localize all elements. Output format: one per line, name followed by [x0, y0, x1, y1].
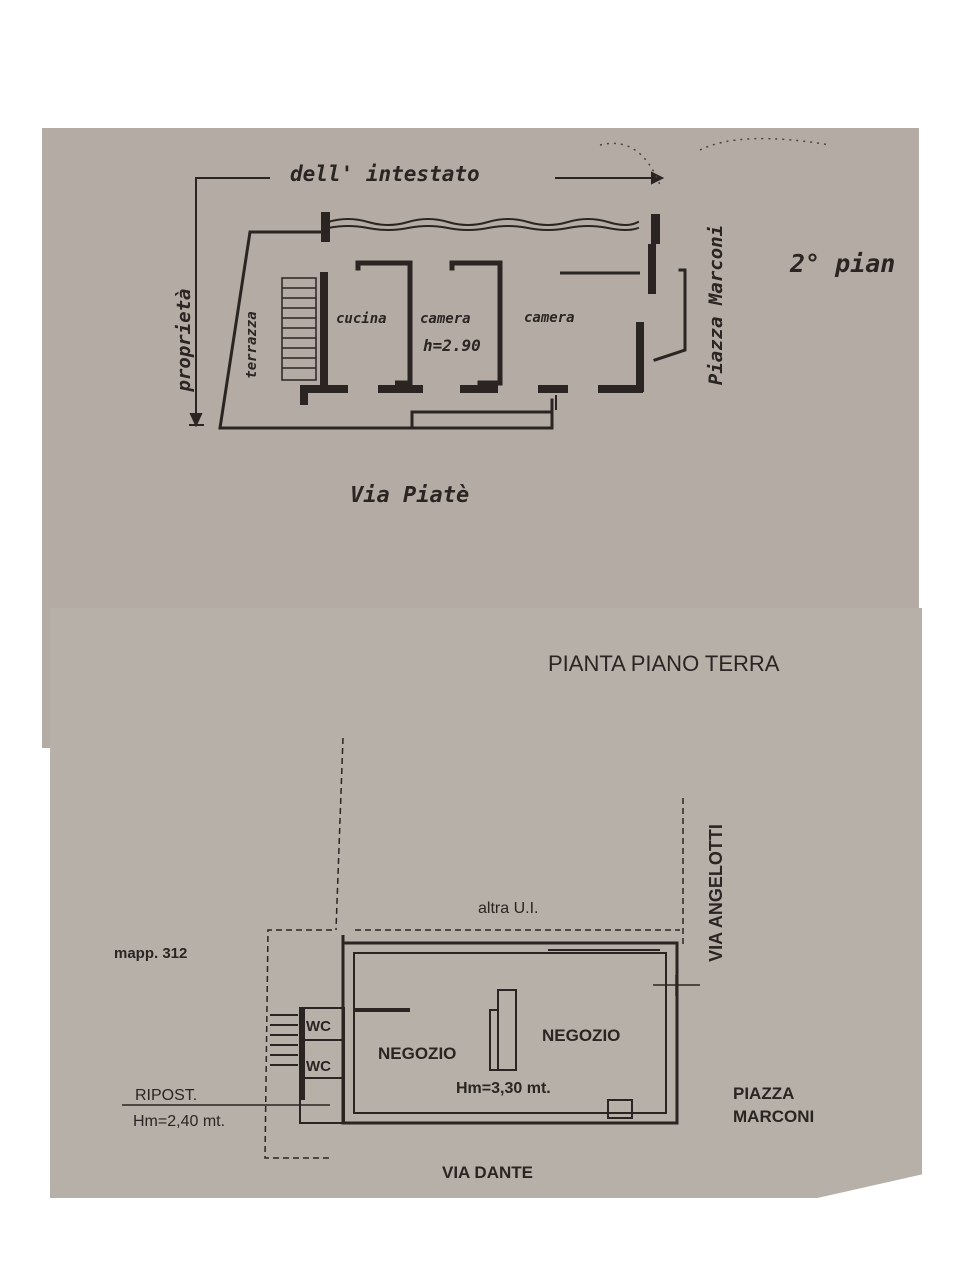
upper-staircase [281, 277, 317, 381]
ground-plan-sheet [50, 608, 922, 1198]
upper-left-label: proprietà [173, 289, 195, 393]
ground-square-line-1: PIAZZA [733, 1084, 794, 1103]
upper-kitchen-label: cucina [336, 311, 387, 327]
ground-bottom-street: VIA DANTE [442, 1163, 533, 1182]
ground-shop-height: Hm=3,30 mt. [456, 1080, 551, 1097]
upper-bedroom-1-label: camera [420, 311, 471, 327]
upper-bedroom-2-label: camera [524, 310, 575, 326]
upper-bottom-street: Via Piatè [350, 483, 469, 508]
ground-left-parcel: mapp. 312 [114, 945, 187, 962]
ground-square-line-2: MARCONI [733, 1107, 814, 1126]
ground-stair-ticks [270, 1014, 298, 1066]
upper-height-label: h=2.90 [423, 336, 481, 355]
ground-wc-2: WC [306, 1058, 331, 1075]
ground-wc-1: WC [306, 1018, 331, 1035]
ground-plan-title: PIANTA PIANO TERRA [548, 651, 780, 676]
ground-shop-2: NEGOZIO [542, 1026, 620, 1045]
upper-arc-marks [599, 137, 831, 186]
ground-dashed-boundaries [264, 737, 684, 1159]
upper-floor-label: 2° pian [789, 249, 895, 278]
ground-shop-1: NEGOZIO [378, 1044, 456, 1063]
ground-interior-walls [354, 975, 700, 1119]
ground-top-neighbor: altra U.I. [478, 900, 538, 917]
upper-top-label: dell' intestato [290, 162, 480, 186]
upper-terrace-label: terrazza [244, 311, 260, 378]
upper-apartment-walls [300, 244, 656, 410]
ground-outer-walls [299, 935, 679, 1125]
ground-right-street: VIA ANGELOTTI [706, 824, 726, 962]
ground-storage-height: Hm=2,40 mt. [133, 1113, 225, 1130]
ground-floor-plan: PIANTA PIANO TERRA altra U.I. VIA ANGELO… [114, 651, 814, 1182]
upper-floor-plan: dell' intestato proprietà Piazza Marconi… [173, 137, 895, 508]
ground-storage-label: RIPOST. [135, 1087, 197, 1104]
upper-right-street: Piazza Marconi [705, 225, 727, 385]
property-boundary [189, 171, 665, 428]
upper-outer-walls [218, 212, 687, 430]
